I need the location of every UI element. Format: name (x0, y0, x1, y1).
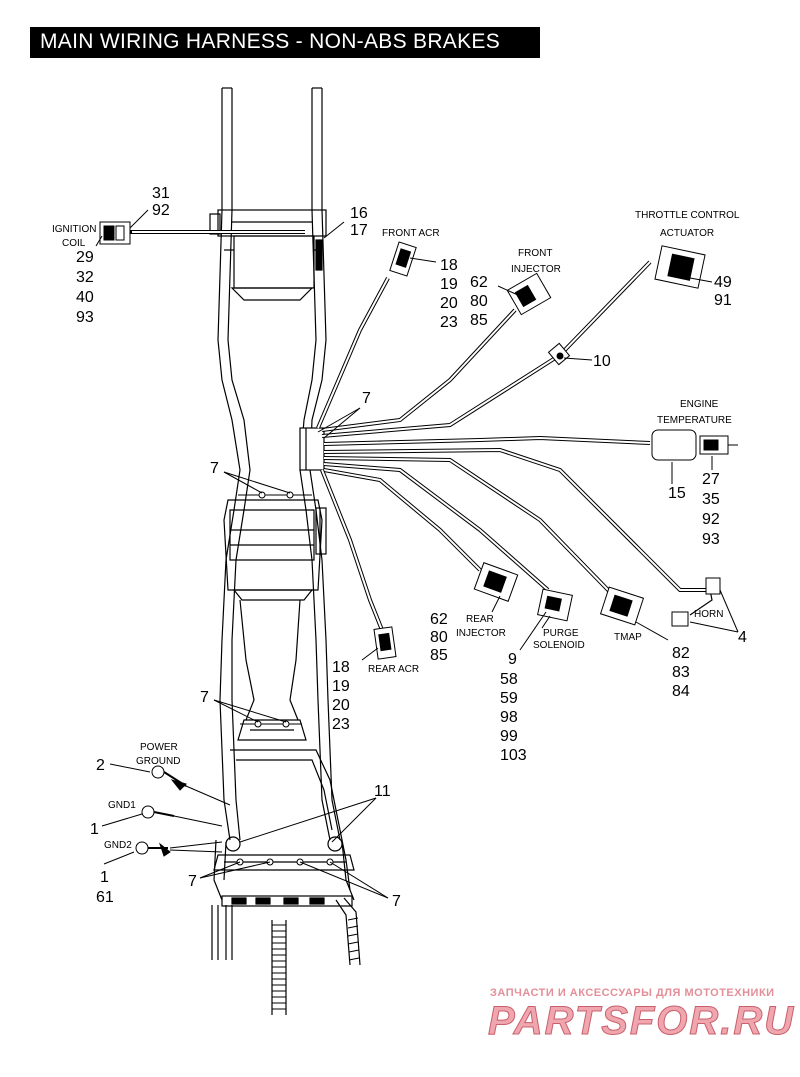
rear-acr-ref-23: 23 (332, 716, 350, 733)
engine-temp-ref-35: 35 (702, 491, 720, 508)
rear-injector-ref-85: 85 (430, 647, 448, 664)
purge-ref-99: 99 (500, 728, 518, 745)
rear-acr-connector (373, 626, 397, 660)
title-bar: MAIN WIRING HARNESS - NON-ABS BRAKES (30, 27, 540, 58)
power-ground-label-2: GROUND (136, 756, 180, 767)
front-injector-label-1: FRONT (518, 248, 552, 259)
frame-ref-17: 17 (350, 222, 368, 239)
tmap-connector (599, 586, 645, 626)
clip-ref-10: 10 (593, 353, 611, 370)
engine-temp-label-2: TEMPERATURE (657, 415, 732, 426)
rear-acr-ref-19: 19 (332, 678, 350, 695)
corrugated-conduit (272, 917, 360, 1010)
rear-injector-ref-80: 80 (430, 629, 448, 646)
engine-temp-ref-92: 92 (702, 511, 720, 528)
cable-ties (236, 491, 334, 866)
horn-label: HORN (694, 609, 723, 620)
rear-injector-label-1: REAR (466, 614, 494, 625)
callout-labels: 31 92 IGNITION COIL 29 32 40 93 16 17 FR… (52, 185, 747, 910)
engine-temp-ref-93: 93 (702, 531, 720, 548)
purge-ref-98: 98 (500, 709, 518, 726)
frame-tie-ref-7b: 7 (200, 689, 209, 706)
engine-temp-label-1: ENGINE (680, 399, 719, 410)
frame-tie-ref-7a: 7 (210, 460, 219, 477)
frame-ref-16: 16 (350, 205, 368, 222)
purge-label-1: PURGE (543, 628, 579, 639)
leader-lines (95, 209, 739, 899)
throttle-actuator-connector (654, 245, 706, 289)
ignition-coil-ref-40: 40 (76, 289, 94, 306)
tmap-ref-83: 83 (672, 664, 690, 681)
front-acr-ref-19: 19 (440, 276, 458, 293)
engine-temp-ref-27: 27 (702, 471, 720, 488)
harness-branches (130, 230, 713, 631)
front-injector-label-2: INJECTOR (511, 264, 561, 275)
gnd1-ref-1: 1 (90, 821, 99, 838)
purge-ref-59: 59 (500, 690, 518, 707)
front-acr-ref-20: 20 (440, 295, 458, 312)
throttle-label-2: ACTUATOR (660, 228, 714, 239)
ignition-coil-ref-31: 31 (152, 185, 170, 202)
horn-connector (671, 577, 721, 627)
front-acr-connector (389, 241, 417, 277)
ignition-coil-ref-93: 93 (76, 309, 94, 326)
ignition-coil-connector (99, 221, 131, 245)
rear-injector-label-2: INJECTOR (456, 628, 506, 639)
power-ground-ref-2: 2 (96, 757, 105, 774)
tmap-label: TMAP (614, 632, 642, 643)
engine-temp-sensor (651, 429, 738, 461)
tmap-ref-82: 82 (672, 645, 690, 662)
gnd1-terminal (141, 805, 223, 827)
front-injector-ref-80: 80 (470, 293, 488, 310)
rear-injector-connector (473, 562, 519, 602)
ignition-coil-label-2: COIL (62, 238, 86, 249)
front-acr-ref-18: 18 (440, 257, 458, 274)
clip-10 (547, 342, 571, 366)
motorcycle-frame (209, 87, 361, 1015)
watermark-brand: PARTSFOR.RU (488, 999, 795, 1043)
ignition-coil-ref-92: 92 (152, 202, 170, 219)
throttle-ref-49: 49 (714, 274, 732, 291)
grommet-ref-11: 11 (374, 783, 391, 800)
ignition-coil-ref-32: 32 (76, 269, 94, 286)
rear-acr-ref-20: 20 (332, 697, 350, 714)
gnd2-terminal (135, 841, 223, 857)
frame-tie-ref-7d: 7 (392, 893, 401, 910)
rear-acr-ref-18: 18 (332, 659, 350, 676)
rear-acr-label: REAR ACR (368, 664, 419, 675)
gnd2-ref-1: 1 (100, 869, 109, 886)
throttle-ref-91: 91 (714, 292, 732, 309)
power-ground-terminal (151, 765, 231, 806)
purge-ref-9: 9 (508, 651, 517, 668)
ignition-coil-label-1: IGNITION (52, 224, 96, 235)
horn-ref-4: 4 (738, 629, 747, 646)
front-acr-label: FRONT ACR (382, 228, 440, 239)
gnd1-label: GND1 (108, 800, 136, 811)
purge-solenoid-connector (537, 588, 573, 622)
connectors (99, 221, 738, 857)
tmap-ref-84: 84 (672, 683, 690, 700)
gnd2-ref-61: 61 (96, 889, 114, 906)
watermark-subtitle: ЗАПЧАСТИ И АКСЕССУАРЫ ДЛЯ МОТОТЕХНИКИ (490, 987, 775, 999)
engine-temp-ref-15: 15 (668, 485, 686, 502)
watermark: ЗАПЧАСТИ И АКСЕССУАРЫ ДЛЯ МОТОТЕХНИКИ PA… (488, 987, 795, 1044)
ignition-coil-ref-29: 29 (76, 249, 94, 266)
front-injector-connector (506, 272, 552, 316)
front-acr-ref-23: 23 (440, 314, 458, 331)
front-injector-ref-62: 62 (470, 274, 488, 291)
gnd2-label: GND2 (104, 840, 132, 851)
harness-ref-7: 7 (362, 390, 371, 407)
purge-ref-103: 103 (500, 747, 527, 764)
front-injector-ref-85: 85 (470, 312, 488, 329)
purge-label-2: SOLENOID (533, 640, 585, 651)
power-ground-label-1: POWER (140, 742, 178, 753)
frame-tie-ref-7c: 7 (188, 873, 197, 890)
throttle-label-1: THROTTLE CONTROL (635, 210, 740, 221)
rear-injector-ref-62: 62 (430, 611, 448, 628)
purge-ref-58: 58 (500, 671, 518, 688)
page-title: MAIN WIRING HARNESS - NON-ABS BRAKES (40, 30, 501, 53)
